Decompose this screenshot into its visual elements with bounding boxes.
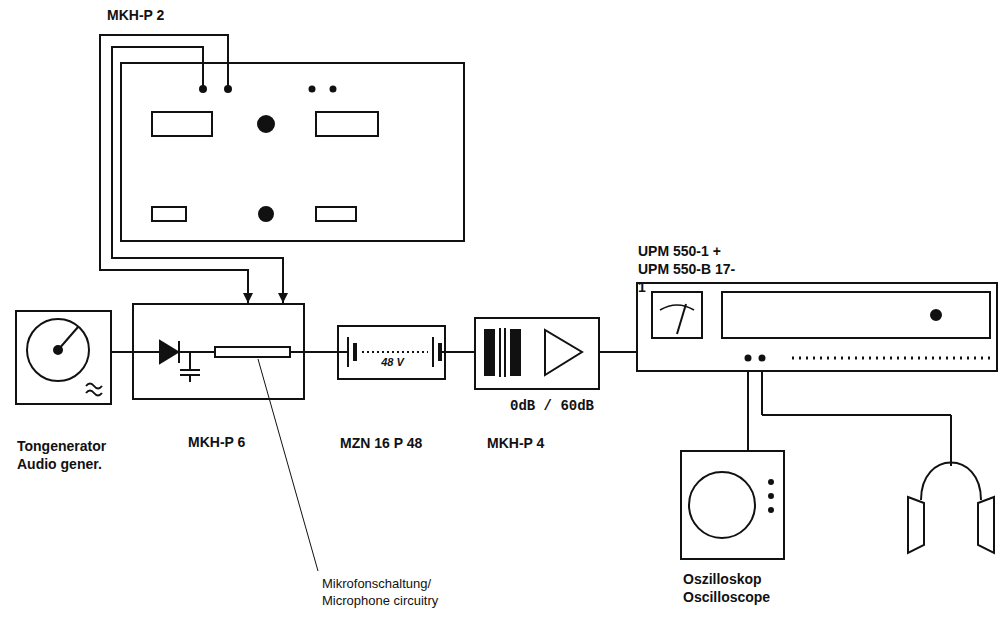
signal-wire xyxy=(600,352,636,353)
mkh-p6-box: MKH-P 6 xyxy=(132,303,305,400)
device-label: Tongenerator Audio gener. xyxy=(17,437,132,473)
oscilloscope-box: Oszilloskop Oscilloscope xyxy=(680,450,785,560)
headphones xyxy=(908,463,994,554)
audio-generator-box: Tongenerator Audio gener. xyxy=(15,310,112,405)
audio-generator-dial xyxy=(27,319,102,396)
device-label: MZN 16 P 48 xyxy=(340,434,460,452)
level-meter xyxy=(652,292,990,466)
mkh-p2-panel xyxy=(152,62,378,221)
device-label: MKH-P 2 xyxy=(107,6,197,24)
signal-wire xyxy=(748,372,749,450)
device-label: UPM 550-1 + UPM 550-B 17-1 xyxy=(638,242,742,296)
device-label: Oszilloskop Oscilloscope xyxy=(683,570,783,606)
signal-wire xyxy=(305,352,337,353)
signal-wire xyxy=(112,352,132,353)
callout-label: Mikrofonschaltung/ Microphone circuitry xyxy=(322,575,472,609)
leader-line xyxy=(258,359,318,571)
oscilloscope-screen xyxy=(689,472,773,538)
signal-wire xyxy=(446,352,474,353)
mkh-p4-box: 0dB / 60dBMKH-P 4 xyxy=(474,317,600,390)
voltage-label: 48 V xyxy=(365,356,420,369)
control-cable xyxy=(100,35,283,303)
device-label: MKH-P 4 xyxy=(487,434,577,452)
device-label: MKH-P 6 xyxy=(188,433,268,451)
microphone-circuitry xyxy=(132,341,318,571)
transformer-amplifier xyxy=(485,328,582,377)
device-label: 0dB / 60dB xyxy=(510,397,620,415)
mkh-p2-box: MKH-P 2 xyxy=(120,62,465,242)
mzn-power-box: 48 VMZN 16 P 48 xyxy=(337,325,446,380)
upm-meter-box: UPM 550-1 + UPM 550-B 17-1 xyxy=(636,282,998,372)
